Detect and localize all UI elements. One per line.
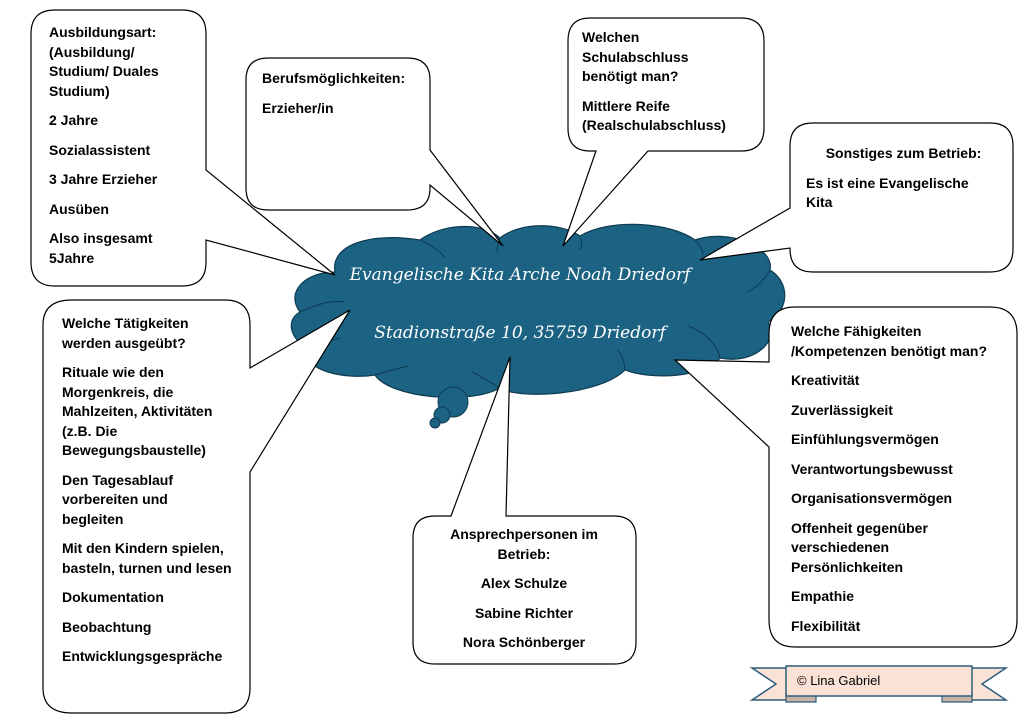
callout-faehigkeiten: Welche Fähigkeiten /Kompetenzen benötigt… <box>791 322 1006 646</box>
cloud-shape <box>290 223 786 398</box>
list-item: Kreativität <box>791 372 860 388</box>
list-item: Dokumentation <box>62 589 164 605</box>
callout-ansprechpersonen: Ansprechpersonen im Betrieb: Alex Schulz… <box>424 525 624 663</box>
callout-schulabschluss-shape <box>562 17 765 247</box>
list-item: Den Tagesablauf vorbereiten und begleite… <box>62 471 173 527</box>
callout-ausbildung-shape <box>30 9 336 287</box>
callout-faehigkeiten-shape <box>673 306 1018 648</box>
list-item: Ausüben <box>49 200 109 217</box>
callout-beruf: Berufsmöglichkeiten: Erzieher/in <box>262 69 427 128</box>
list-item: Flexibilität <box>791 617 861 634</box>
list-item: 2 Jahre <box>49 112 99 128</box>
list-item: Rituale wie den Morgenkreis, die Mahlzei… <box>62 364 213 458</box>
list-item: Entwicklungsgespräche <box>62 648 223 664</box>
callout-sonstiges: Sonstiges zum Betrieb: Es ist eine Evang… <box>806 144 1001 223</box>
callout-ansprechpersonen-shape <box>412 356 637 665</box>
callout-heading: Ansprechpersonen im Betrieb: <box>450 526 598 562</box>
list-item: Organisationsvermögen <box>791 490 953 506</box>
list-item: Mit den Kindern spielen, basteln, turnen… <box>62 540 232 576</box>
list-item: Mittlere Reife (Realschulabschluss) <box>582 97 726 134</box>
list-item: Empathie <box>791 588 855 604</box>
list-item: Zuverlässigkeit <box>791 401 893 418</box>
callout-heading: Berufsmöglichkeiten: <box>262 70 406 86</box>
list-item: Offenheit gegenüber verschiedenen Persön… <box>791 519 928 575</box>
banner-body <box>785 665 973 697</box>
callout-heading: Sonstiges zum Betrieb: <box>825 145 982 161</box>
callout-taetigkeiten-shape <box>42 299 351 714</box>
callout-heading: Welchen Schulabschluss benötigt man? <box>582 29 689 84</box>
banner-right-tail <box>967 667 1009 701</box>
copyright-text: © Lina Gabriel <box>797 673 881 688</box>
callout-taetigkeiten: Welche Tätigkeiten werden ausgeübt? Ritu… <box>62 314 242 677</box>
list-item: Verantwortungsbewusst <box>791 460 953 477</box>
callout-schulabschluss: Welchen Schulabschluss benötigt man? Mit… <box>582 28 752 146</box>
banner-left-tail <box>749 667 791 701</box>
center-address: Stadionstraße 10, 35759 Driedorf <box>374 323 666 343</box>
callout-heading: Welche Tätigkeiten werden ausgeübt? <box>62 315 189 351</box>
thought-bubble-small <box>429 417 441 429</box>
center-title: Evangelische Kita Arche Noah Driedorf <box>349 265 691 285</box>
list-item: 3 Jahre Erzieher <box>49 171 158 187</box>
contact-person: Sabine Richter <box>474 604 574 621</box>
callout-heading: Ausbildungsart: (Ausbildung/ Studium/ Du… <box>49 24 159 99</box>
list-item: Erzieher/in <box>262 99 334 116</box>
contact-person: Nora Schönberger <box>462 634 586 650</box>
list-item: Einfühlungsvermögen <box>791 431 939 447</box>
callout-sonstiges-shape <box>699 122 1014 273</box>
callout-beruf-shape <box>245 57 504 247</box>
copyright-banner <box>749 665 1009 703</box>
contact-person: Alex Schulze <box>480 575 568 591</box>
callout-ausbildung: Ausbildungsart: (Ausbildung/ Studium/ Du… <box>49 23 189 278</box>
central-cloud <box>290 223 786 429</box>
callout-heading: Welche Fähigkeiten /Kompetenzen benötigt… <box>791 323 987 359</box>
list-item: Es ist eine Evangelische Kita <box>806 174 969 211</box>
list-item: Also insgesamt 5Jahre <box>49 230 153 266</box>
list-item: Sozialassistent <box>49 141 151 158</box>
list-item: Beobachtung <box>62 618 152 635</box>
